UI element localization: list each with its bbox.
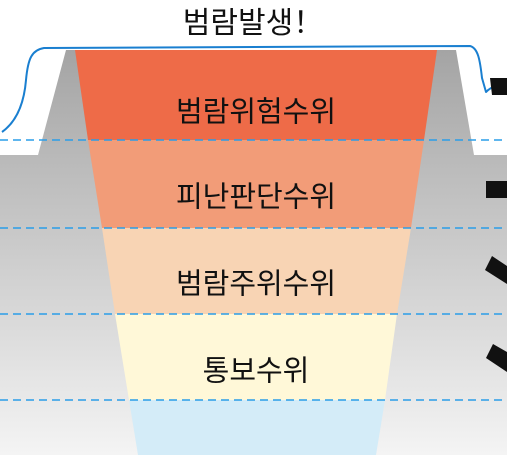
- level-marker-2: [486, 181, 507, 198]
- level-label-flood-caution: 범람주위수위: [175, 266, 337, 301]
- left-embankment: [0, 50, 140, 455]
- band-evacuation-decision: [88, 140, 424, 228]
- level-marker-4: [486, 344, 507, 372]
- level-label-overflow-danger: 범람위험수위: [175, 94, 337, 129]
- level-marker-3: [485, 256, 507, 284]
- level-label-notification: 통보수위: [202, 353, 310, 388]
- level-marker-1: [490, 78, 507, 95]
- band-water: [129, 400, 385, 455]
- right-embankment: [372, 50, 507, 455]
- overflow-title: 범람발생！: [182, 6, 324, 41]
- overflow-outline: [1, 45, 507, 133]
- level-label-evacuation-decision: 피난판단수위: [175, 179, 337, 214]
- band-overflow-danger: [75, 50, 437, 140]
- band-notification: [115, 314, 397, 400]
- band-flood-caution: [102, 228, 411, 314]
